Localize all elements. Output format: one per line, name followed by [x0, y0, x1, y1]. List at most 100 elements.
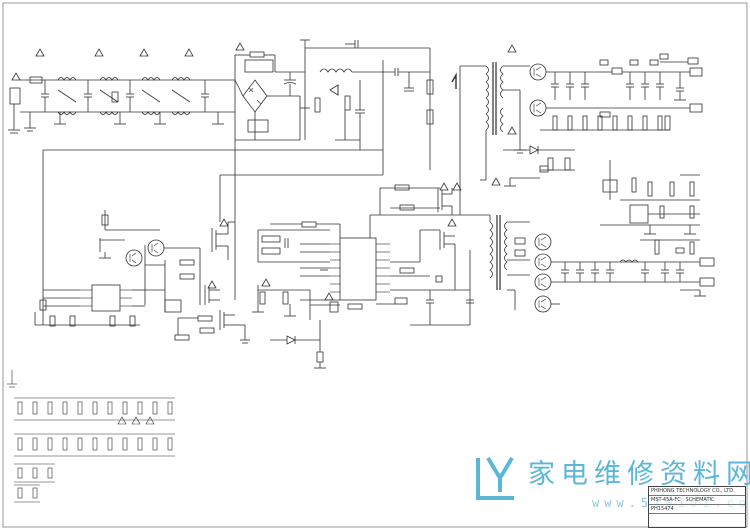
pwm-controller-section — [207, 182, 474, 369]
title-block-model: MST-45A-FC SCHEMATIC — [649, 496, 745, 505]
resistor — [301, 221, 317, 228]
warning-icon — [439, 182, 449, 191]
title-block-company: PHIHONG TECHNOLOGY CO., LTD. — [649, 487, 745, 496]
warning-icon — [324, 292, 334, 301]
output-connector — [699, 257, 715, 267]
watermark-text: 家电维修资料网 — [528, 459, 750, 490]
output-capacitor-bank — [551, 72, 684, 100]
rectifier-mosfet — [534, 233, 552, 251]
capacitor — [404, 72, 414, 92]
x-capacitor-3 — [126, 80, 134, 112]
power-mosfet — [439, 230, 455, 250]
pwm-controller-ic — [339, 237, 377, 301]
ground-symbol — [674, 91, 686, 101]
warning-icon — [139, 48, 149, 57]
pfc-inductor — [319, 68, 353, 73]
bridge-rectifier — [242, 79, 268, 113]
ground-symbol — [154, 112, 166, 125]
ground-symbol — [24, 112, 36, 132]
fuse — [29, 76, 43, 84]
standby-section — [34, 140, 384, 344]
warning-icon — [219, 218, 229, 227]
resistor — [426, 109, 434, 125]
common-mode-choke-2 — [99, 77, 119, 115]
warning-icon — [507, 126, 517, 135]
ground-symbol — [314, 362, 326, 369]
warning-icon — [184, 48, 194, 57]
capacitor — [284, 238, 289, 248]
ground-symbol — [252, 305, 264, 313]
ground-symbol — [504, 178, 516, 187]
warning-icon — [131, 416, 141, 425]
ground-symbol — [284, 304, 296, 317]
standby-controller-ic — [91, 284, 121, 312]
ground-symbol — [212, 112, 224, 125]
warning-icon — [452, 182, 462, 191]
output-capacitor-bank — [561, 262, 684, 282]
power-mosfet — [211, 228, 228, 252]
title-block-part: PH15474 — [649, 505, 745, 514]
rectifier-mosfet — [534, 295, 552, 313]
warning-icon — [491, 177, 501, 186]
capacitor — [426, 299, 434, 304]
transformer-primary — [485, 65, 489, 131]
resistor — [426, 79, 434, 95]
title-block: PHIHONG TECHNOLOGY CO., LTD. MST-45A-FC … — [648, 486, 746, 528]
capacitor — [355, 109, 365, 114]
resistor — [314, 97, 321, 113]
feedback-section — [600, 160, 700, 235]
common-mode-choke-4 — [171, 77, 191, 115]
ground-symbol — [54, 112, 66, 125]
ground-symbol — [114, 112, 126, 125]
rectifier-mosfet — [534, 253, 552, 271]
ground-symbol — [99, 252, 111, 259]
rectifier-mosfet — [534, 273, 552, 291]
grid-row-1 — [14, 397, 175, 421]
capacitor — [466, 299, 474, 304]
warning-icon — [145, 416, 155, 425]
transformer-primary — [489, 221, 493, 279]
grid-row-4 — [14, 484, 40, 503]
output-connector — [689, 67, 703, 77]
grid-row-3 — [14, 463, 55, 483]
warning-icon — [447, 218, 457, 227]
watermark-logo-icon — [476, 456, 514, 500]
transistor — [147, 239, 165, 257]
warning-icon — [235, 42, 245, 51]
warning-icon — [261, 278, 271, 287]
main-transformer-bottom — [460, 214, 715, 313]
main-transformer-top — [459, 62, 504, 215]
title-block-sheet: SCHEMATIC — [685, 497, 715, 503]
power-mosfet — [219, 310, 235, 330]
resistor — [344, 95, 351, 111]
common-mode-choke-1 — [57, 77, 77, 115]
power-mosfet — [437, 188, 453, 215]
bulk-capacitor-box — [244, 59, 274, 73]
warning-icon — [94, 48, 104, 57]
ground-symbol — [240, 339, 250, 344]
power-mosfet — [204, 285, 220, 305]
optocoupler — [602, 179, 618, 193]
warning-icon — [35, 48, 45, 57]
diode — [286, 335, 296, 345]
output-inductor — [619, 259, 639, 263]
primary-top-section — [43, 39, 457, 170]
resistor — [394, 184, 410, 191]
varistor — [111, 91, 119, 103]
grid-row-2 — [14, 433, 175, 457]
resistor — [399, 204, 415, 211]
warning-icon — [507, 44, 517, 53]
bulk-capacitor — [283, 72, 297, 96]
warning-icon — [11, 72, 21, 81]
bridge-rectifier-section — [234, 42, 310, 141]
snubber-capacitor — [345, 40, 359, 48]
output-connector — [689, 103, 703, 113]
ground-symbol — [644, 225, 656, 235]
capacitor — [394, 68, 399, 76]
resistor — [399, 267, 415, 274]
x-capacitor-4 — [201, 80, 209, 112]
ground-symbol — [514, 140, 526, 154]
transformer-secondary — [500, 65, 504, 99]
